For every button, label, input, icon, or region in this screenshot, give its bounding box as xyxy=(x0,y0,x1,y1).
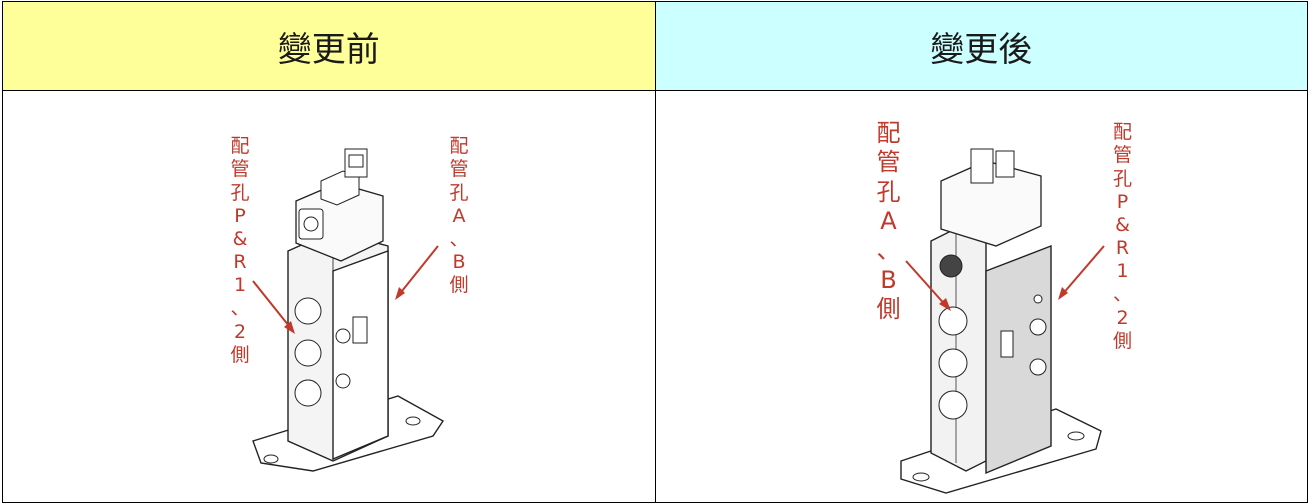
valve-illustration-after xyxy=(899,148,1105,494)
valve-illustration-before xyxy=(252,148,445,472)
before-header: 變更前 xyxy=(2,0,656,92)
after-header: 變更後 xyxy=(654,0,1308,92)
